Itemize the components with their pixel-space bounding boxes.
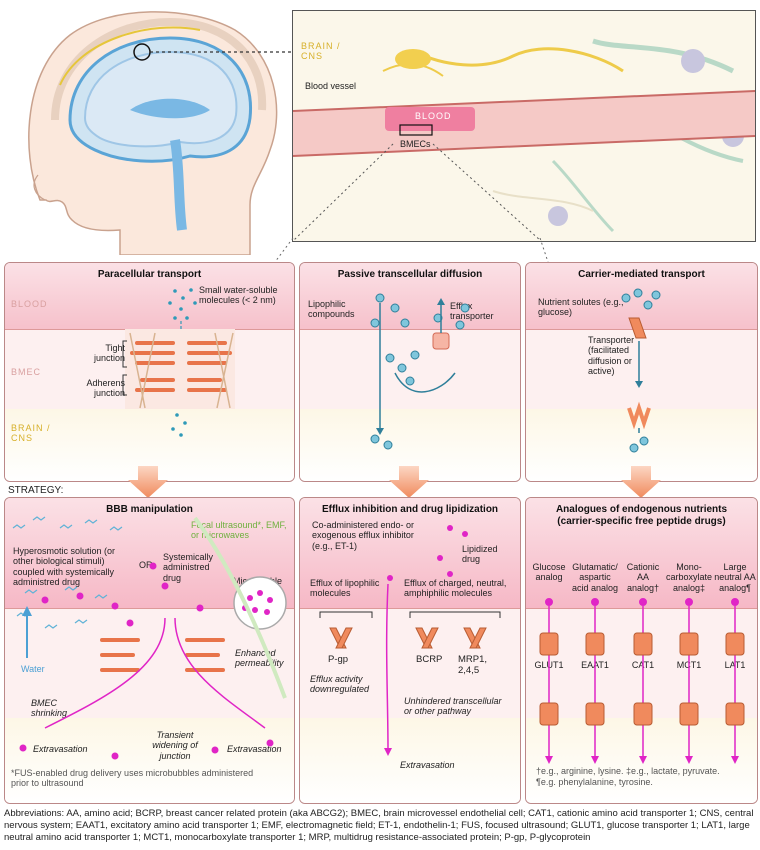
tight-junction-label: Tight junction <box>93 343 125 364</box>
hyperosmotic-label: Hyperosmotic solution (or other biologic… <box>13 546 116 588</box>
fus-footnote: *FUS-enabled drug delivery uses microbub… <box>11 768 254 789</box>
downreg-label: Efflux activity downregulated <box>310 674 370 695</box>
carrier-illustration <box>621 288 661 453</box>
brain-cns-label: BRAIN / CNS <box>301 41 341 62</box>
head-illustration <box>28 11 292 255</box>
coadmin-label: Co-administered endo- or exogenous efflu… <box>312 520 415 551</box>
zone-blood-label: BLOOD <box>11 299 48 309</box>
panel2-title: Passive transcellular diffusion <box>337 269 483 280</box>
analog-label: Glutamatic/ aspartic acid analog <box>571 562 619 593</box>
extravasation-right-label: Extravasation <box>227 744 282 754</box>
strategy-label: STRATEGY: <box>8 485 64 496</box>
nutrient-footnote-2: ¶e.g. phenylalanine, tyrosine. <box>536 777 653 787</box>
strategy-arrows <box>128 466 661 498</box>
panel-bbb-manipulation: BBB manipulation Focal ultrasound*, EMF,… <box>4 497 295 804</box>
nutrient-illustration <box>539 598 745 764</box>
panel3-title: Carrier-mediated transport <box>578 269 705 280</box>
panel6-subtitle: (carrier-specific free peptide drugs) <box>557 516 726 527</box>
zoom-inset: BRAIN / CNS Blood vessel BLOOD BMECs <box>292 10 756 242</box>
panel-efflux-inhibition: Efflux inhibition and drug lipidization … <box>299 497 521 804</box>
efflux-lipophilic-label: Efflux of lipophilic molecules <box>310 578 380 599</box>
bcrp-label: BCRP <box>416 654 443 665</box>
nutrient-footnote-1: †e.g., arginine, lysine. ‡e.g., lactate,… <box>536 766 720 776</box>
enhanced-label: Enhanced permeability <box>235 648 284 669</box>
small-molecules-label: Small water-soluble molecules (< 2 nm) <box>199 285 278 306</box>
neurovascular-illustration <box>293 11 755 241</box>
lipidized-label: Lipidized drug <box>462 544 498 565</box>
pgp-label: P-gp <box>328 654 349 665</box>
mrp-label: MRP1, 2,4,5 <box>458 654 488 676</box>
zone-brain-label: BRAIN / CNS <box>11 423 51 443</box>
focal-label: Focal ultrasound*, EMF, or microwaves <box>191 520 287 541</box>
analog-label: Glucose analog <box>532 562 566 583</box>
nutrient-solutes-label: Nutrient solutes (e.g., glucose) <box>538 297 624 318</box>
or-label: OR <box>139 560 153 570</box>
panel1-title: Paracellular transport <box>97 269 202 280</box>
panel-paracellular: Paracellular transport BLOOD BMEC BRAIN … <box>4 262 295 482</box>
paracellular-illustration <box>122 288 235 437</box>
passive-illustration <box>370 293 470 450</box>
bmecs-label: BMECs <box>400 139 431 149</box>
analog-label: Cationic AA analog† <box>626 562 660 593</box>
extravasation-label: Extravasation <box>400 760 455 770</box>
transient-label: Transient widening of junction <box>152 730 198 761</box>
zone-bmec-label: BMEC <box>11 367 42 377</box>
analog-label: Mono-carboxylate analog‡ <box>666 562 713 593</box>
panel-passive-transcellular: Passive transcellular diffusion Lipophil… <box>299 262 521 482</box>
transporter-label: Transporter (facilitated diffusion or ac… <box>588 335 635 377</box>
panel4-title: BBB manipulation <box>106 504 193 515</box>
extravasation-left-label: Extravasation <box>33 744 88 754</box>
water-label: Water <box>21 664 45 674</box>
efflux-illustration <box>319 525 501 756</box>
blood-vessel-label: Blood vessel <box>305 81 357 91</box>
bbb-illustration <box>12 516 287 760</box>
analog-label: Large neutral AA analog¶ <box>714 562 756 593</box>
systemic-label: Systemically administred drug <box>163 552 214 583</box>
lipophilic-label: Lipophilic compounds <box>308 299 355 320</box>
shrinking-label: BMEC shrinking <box>31 698 68 719</box>
efflux-charged-label: Efflux of charged, neutral, amphiphilic … <box>404 578 507 599</box>
panel-carrier-mediated: Carrier-mediated transport Nutrient solu… <box>525 262 758 482</box>
abbreviations: Abbreviations: AA, amino acid; BCRP, bre… <box>4 808 754 843</box>
zoom-dashed-lines <box>274 238 549 263</box>
panel-nutrient-analogues: Analogues of endogenous nutrients (carri… <box>525 497 758 804</box>
panel6-title: Analogues of endogenous nutrients <box>555 504 728 515</box>
adherens-junction-label: Adherens junction <box>86 378 125 399</box>
blood-top-label: BLOOD <box>415 111 452 121</box>
panel5-title: Efflux inhibition and drug lipidization <box>321 504 499 515</box>
unhindered-label: Unhindered transcellular or other pathwa… <box>404 696 502 717</box>
